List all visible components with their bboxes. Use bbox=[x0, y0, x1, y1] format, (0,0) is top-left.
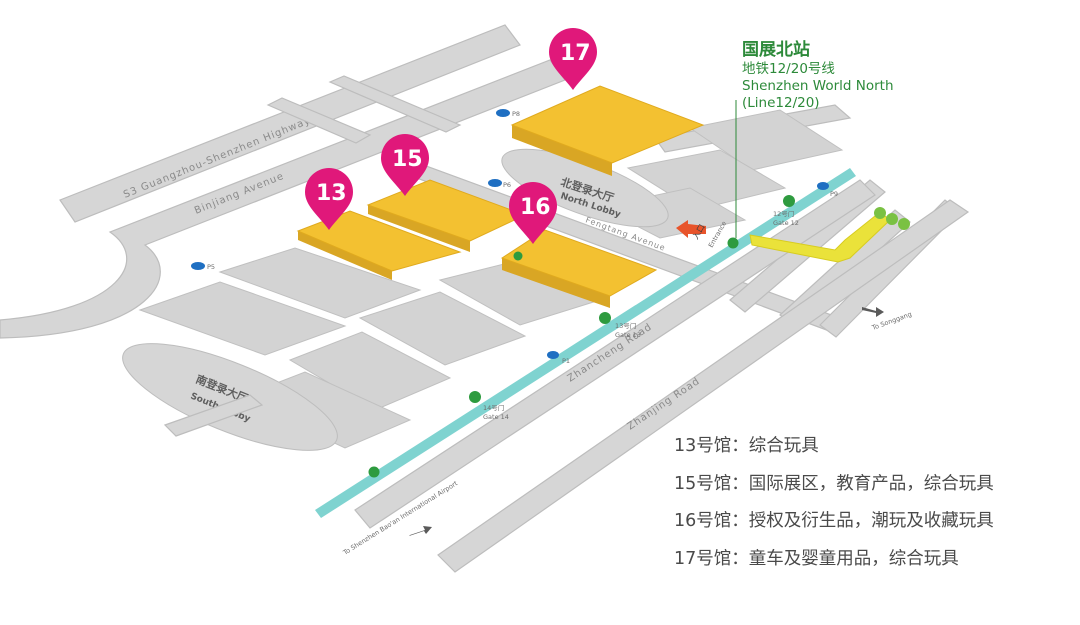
hall-16-pin[interactable]: 16 bbox=[509, 182, 557, 244]
hall-15-number: 15 bbox=[392, 147, 423, 172]
hall-17 bbox=[510, 85, 705, 164]
parking-p6-label: P6 bbox=[503, 181, 511, 189]
hall-13-side bbox=[298, 231, 392, 280]
metro-station-north[interactable] bbox=[727, 237, 739, 249]
station-line-en: (Line12/20) bbox=[742, 95, 820, 111]
green-marker-1 bbox=[874, 207, 886, 219]
zhanjing-road bbox=[437, 199, 970, 573]
hall-17-number: 17 bbox=[560, 41, 591, 66]
parking-p5[interactable]: P5 bbox=[191, 262, 215, 271]
hall-15-side bbox=[368, 205, 470, 252]
hall-16-gate-marker[interactable] bbox=[513, 251, 523, 261]
gate-14-cn: 14号门 bbox=[483, 403, 504, 412]
parking-p8-label: P8 bbox=[512, 110, 520, 118]
metro-line bbox=[315, 168, 856, 518]
direction-arrow-south bbox=[409, 526, 432, 536]
zhancheng-road bbox=[354, 179, 876, 529]
hall-legend: 13号馆：综合玩具 15号馆：国际展区，教育产品，综合玩具 16号馆：授权及衍生… bbox=[674, 432, 994, 582]
parking-p1[interactable]: P1 bbox=[547, 351, 570, 365]
gate-14-en: Gate 14 bbox=[483, 413, 509, 421]
exhibition-block-s2 bbox=[138, 281, 347, 356]
green-marker-3 bbox=[898, 218, 910, 230]
legend-hall-13: 13号馆：综合玩具 bbox=[674, 436, 819, 456]
gate-12-en: Gate 12 bbox=[773, 219, 799, 227]
gate-13-en: Gate 13 bbox=[615, 331, 641, 339]
binjiang-avenue-road bbox=[0, 59, 566, 339]
legend-hall-17: 17号馆：童车及婴童用品，综合玩具 bbox=[674, 548, 959, 569]
parking-p6[interactable]: P6 bbox=[488, 179, 511, 189]
parking-p9[interactable]: P9 bbox=[817, 182, 838, 198]
green-marker-2 bbox=[886, 213, 898, 225]
connector-road-2 bbox=[328, 75, 462, 133]
exhibition-block-s1 bbox=[218, 247, 422, 319]
connector-road-1 bbox=[266, 97, 372, 144]
hall-13-pin[interactable]: 13 bbox=[305, 168, 353, 230]
parking-p8[interactable]: P8 bbox=[496, 109, 520, 118]
exhibition-block-n1 bbox=[688, 109, 844, 171]
parking-p1-label: P1 bbox=[562, 357, 570, 365]
station-name-en: Shenzhen World North bbox=[742, 78, 894, 95]
gate-12-marker[interactable]: 12号门 Gate 12 bbox=[773, 195, 799, 227]
station-line-cn: 地铁12/20号线 bbox=[742, 61, 835, 78]
hall-13-number: 13 bbox=[316, 181, 347, 206]
legend-hall-16: 16号馆：授权及衍生品，潮玩及收藏玩具 bbox=[674, 511, 994, 531]
hall-16-number: 16 bbox=[520, 195, 551, 220]
direction-arrow-east bbox=[862, 307, 884, 317]
station-callout: 国展北站 地铁12/20号线 Shenzhen World North (Lin… bbox=[742, 40, 894, 112]
south-lobby bbox=[122, 343, 338, 451]
parking-p9-label: P9 bbox=[830, 190, 838, 198]
gate-13-cn: 13号门 bbox=[615, 321, 636, 330]
hall-16-side bbox=[502, 258, 610, 308]
exhibition-block-s4 bbox=[358, 291, 527, 366]
hall-17-pin[interactable]: 17 bbox=[549, 28, 597, 90]
gate-14-marker[interactable]: 14号门 Gate 14 bbox=[469, 391, 509, 421]
legend-hall-15: 15号馆：国际展区，教育产品，综合玩具 bbox=[674, 473, 994, 494]
station-name-cn: 国展北站 bbox=[742, 40, 810, 60]
gate-13-marker[interactable]: 13号门 Gate 13 bbox=[599, 312, 641, 339]
south-lobby-connector bbox=[163, 394, 264, 437]
parking-p5-label: P5 bbox=[207, 263, 215, 271]
metro-station-south[interactable] bbox=[368, 466, 380, 478]
gate-12-cn: 12号门 bbox=[773, 209, 794, 218]
hall-17-side bbox=[512, 125, 612, 176]
hall-15-pin[interactable]: 15 bbox=[381, 134, 429, 196]
